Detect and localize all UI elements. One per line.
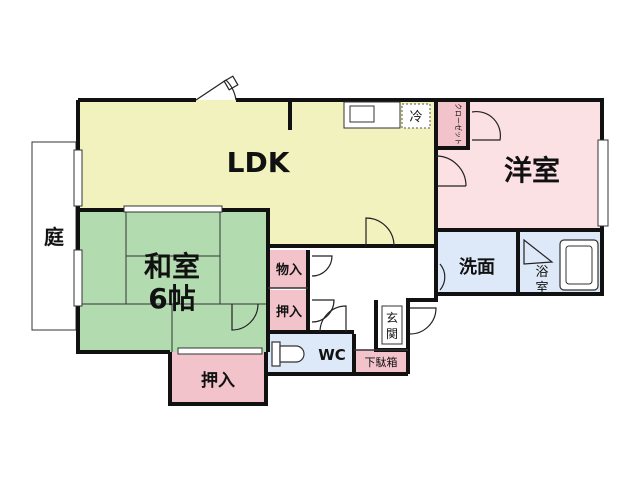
bath-label-line2: 室 [535, 280, 548, 296]
wash-label: 洗面 [459, 256, 495, 278]
thin-walls [268, 287, 408, 351]
bath-tub-inner [565, 245, 593, 285]
bath-label-line1: 浴 [535, 265, 548, 280]
door-swings [195, 75, 554, 335]
bath-tub [559, 239, 599, 291]
closet-bottom [170, 352, 266, 404]
entrance-label-line1: 玄 [386, 310, 398, 325]
garden-area [31, 141, 77, 331]
toilet-label: WC [318, 346, 346, 364]
japanese-label-line1: 和室 [144, 250, 200, 283]
western-label: 洋室 [504, 154, 560, 187]
shoe-box [354, 350, 408, 374]
kitchen [343, 101, 431, 129]
entrance-box [381, 305, 403, 345]
closet-mid-label: 押入 [276, 304, 302, 320]
fridge-label: 冷 [409, 110, 422, 125]
wash-room [436, 232, 518, 294]
shoe-box-label: 下駄箱 [365, 355, 398, 369]
windows [73, 139, 609, 355]
toilet-fixture [271, 341, 305, 367]
closet-bottom-label: 押入 [201, 370, 235, 391]
storage-room [268, 250, 308, 288]
closet-mid [268, 290, 308, 330]
ldk-label: LDK [227, 146, 291, 179]
japanese-label-line2: 6帖 [148, 282, 195, 315]
western-closet [436, 100, 468, 148]
japanese-room [78, 210, 268, 352]
entrance-label-line2: 関 [386, 327, 398, 341]
garden-label: 庭 [44, 225, 64, 249]
closet-vertical-label: クローゼット [454, 103, 463, 145]
tatami-lines [78, 210, 268, 352]
storage-label: 物入 [276, 262, 302, 278]
